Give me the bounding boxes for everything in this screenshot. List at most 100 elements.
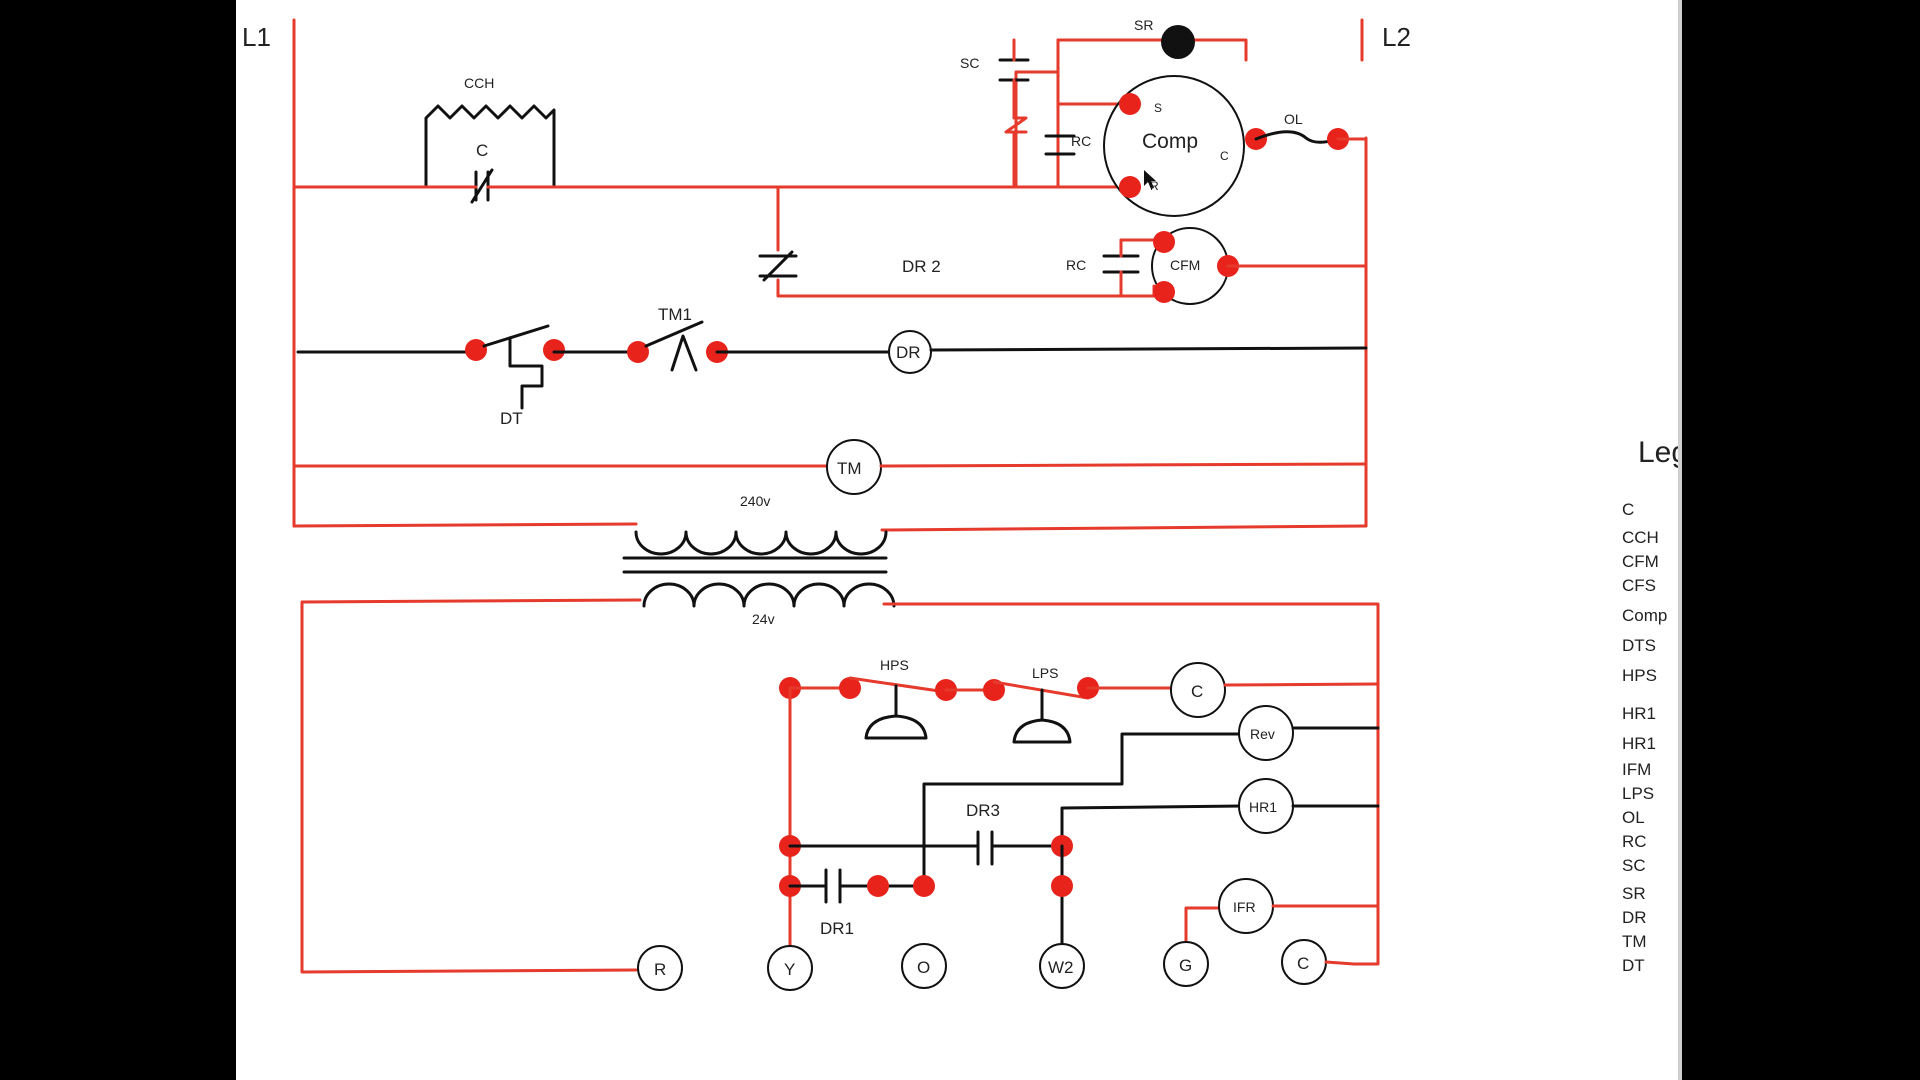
dr1-label: DR1 [820, 919, 854, 938]
legend-key: Comp [1622, 606, 1668, 625]
overload: OL [1254, 111, 1368, 150]
tm1-label: TM1 [658, 305, 692, 324]
c-coil-label: C [1191, 682, 1203, 701]
compressor: Comp S C R [1103, 75, 1267, 217]
wire-w2-hr1 [1060, 804, 1244, 848]
legend-key: CFS [1622, 576, 1656, 595]
start-relay: SR [1134, 17, 1195, 59]
contactor-coil: C [1170, 662, 1226, 718]
terminal-r-label: R [654, 960, 666, 979]
legend-key: DT [1622, 956, 1645, 975]
primary-label: 240v [740, 493, 770, 509]
comp-s-label: S [1154, 101, 1162, 115]
legend-item: HPSHigh pressure switch [1622, 666, 1682, 690]
wiring-diagram: L1 L2 CCH C SC RC SR Comp S [242, 17, 1411, 991]
wire-secondary-left [300, 598, 642, 974]
legend-key: CFM [1622, 552, 1659, 571]
cfm-label: CFM [1170, 257, 1200, 273]
terminal-o[interactable]: O [901, 943, 947, 989]
ol-label: OL [1284, 111, 1303, 127]
sheet-edge [1678, 0, 1682, 1080]
legend-item: DRDefrost relay [1622, 908, 1682, 932]
terminal-y-label: Y [784, 960, 795, 979]
wire-rung4b [879, 462, 1368, 468]
legend-item: RCRun capacitor [1622, 832, 1682, 856]
legend-item: DTSDischarge temp switch [1622, 636, 1682, 660]
dr2-label: DR 2 [902, 257, 941, 276]
hr1-coil-label: HR1 [1249, 799, 1277, 815]
legend-item: CompCompressor [1622, 606, 1682, 630]
defrost-relay-dr1-contact: DR1 [820, 868, 854, 938]
legend-key: HR1 [1622, 734, 1657, 753]
legend-key: C [1622, 500, 1635, 519]
legend-key: HPS [1622, 666, 1657, 685]
legend-item: DTDefrost thermostat [1622, 956, 1682, 980]
wire-rung1b [486, 70, 1060, 189]
legend-key: OL [1622, 808, 1645, 827]
legend-item: IFMIndoor fan relay [1622, 760, 1682, 784]
contactor-label: C [476, 141, 488, 160]
mouse-cursor-icon [1144, 170, 1156, 189]
lps-label: LPS [1032, 665, 1058, 681]
comp-label: Comp [1142, 130, 1198, 153]
heat-relay-coil: HR1 [1238, 778, 1294, 834]
legend-key: LPS [1622, 784, 1655, 803]
legend-key: RC [1622, 832, 1647, 851]
legend-item: CFSCondenser fan switch [1622, 576, 1682, 600]
dt-label: DT [500, 409, 523, 428]
rail-l1-label: L1 [242, 22, 271, 52]
defrost-relay-coil: DR [888, 330, 932, 374]
wire-sr-top [1056, 38, 1248, 62]
transformer: 240v 24v [622, 493, 896, 627]
legend-item: OLOverload [1622, 808, 1682, 832]
crankcase-heater: CCH [424, 75, 556, 187]
wire-primary-right [880, 524, 1368, 532]
terminal-s [1119, 93, 1141, 115]
legend-item: HR1Heat relay 1 [1622, 704, 1682, 728]
wire-secondary-right [882, 602, 1380, 966]
ifr-label: IFR [1233, 899, 1256, 915]
defrost-relay-dr3-contact: DR3 [966, 801, 1000, 866]
terminal-w2-label: W2 [1048, 958, 1074, 977]
indoor-fan-relay-coil: IFR [1218, 878, 1274, 934]
legend-item: CCHCrankcase heater [1622, 528, 1682, 552]
secondary-label: 24v [752, 611, 775, 627]
legend-title: Legend [1638, 436, 1682, 469]
rail-l2-label: L2 [1382, 22, 1411, 52]
contactor-contact-c: C [470, 141, 494, 204]
high-pressure-switch: HPS [839, 657, 957, 740]
wire-c-return [1223, 682, 1380, 687]
legend-list: CcontactorCCHCrankcase heaterCFMCondense… [1622, 500, 1682, 980]
start-capacitor: SC [960, 38, 1030, 189]
legend-key: SC [1622, 856, 1646, 875]
comp-c-label: C [1220, 149, 1229, 163]
sr-label: SR [1134, 17, 1153, 33]
legend: Legend CcontactorCCHCrankcase heaterCFMC… [1622, 436, 1682, 980]
legend-key: DR [1622, 908, 1647, 927]
terminal-r [1119, 176, 1141, 198]
comp-r-label: R [1150, 179, 1159, 193]
cch-label: CCH [464, 75, 494, 91]
terminal-c-label: C [1297, 954, 1309, 973]
legend-key: IFM [1622, 760, 1652, 779]
legend-item: CFMCondenser fan motor [1622, 552, 1682, 576]
timer-motor: TM [826, 439, 882, 495]
legend-item: SRStart Relay [1622, 884, 1682, 908]
terminal-g[interactable]: G [1163, 941, 1209, 987]
schematic-sheet: L1 L2 CCH C SC RC SR Comp S [236, 0, 1682, 1080]
legend-key: CCH [1622, 528, 1659, 547]
terminal-y[interactable]: Y [767, 945, 813, 991]
terminal-g-label: G [1179, 956, 1192, 975]
terminal-w2[interactable]: W2 [1039, 943, 1085, 989]
legend-key: DTS [1622, 636, 1656, 655]
sc-label: SC [960, 55, 979, 71]
terminal-c-thermostat[interactable]: C [1281, 939, 1327, 985]
condenser-fan-motor: CFM [1151, 227, 1368, 305]
wire-rung3d [929, 346, 1368, 352]
reversing-valve-coil: Rev [1238, 705, 1294, 761]
legend-key: TM [1622, 932, 1647, 951]
defrost-relay-dr2-contact: DR 2 [758, 185, 1156, 298]
terminal-r[interactable]: R [637, 945, 683, 991]
rc-fan-label: RC [1066, 257, 1086, 273]
legend-item: SCStart capacitor [1622, 856, 1682, 880]
